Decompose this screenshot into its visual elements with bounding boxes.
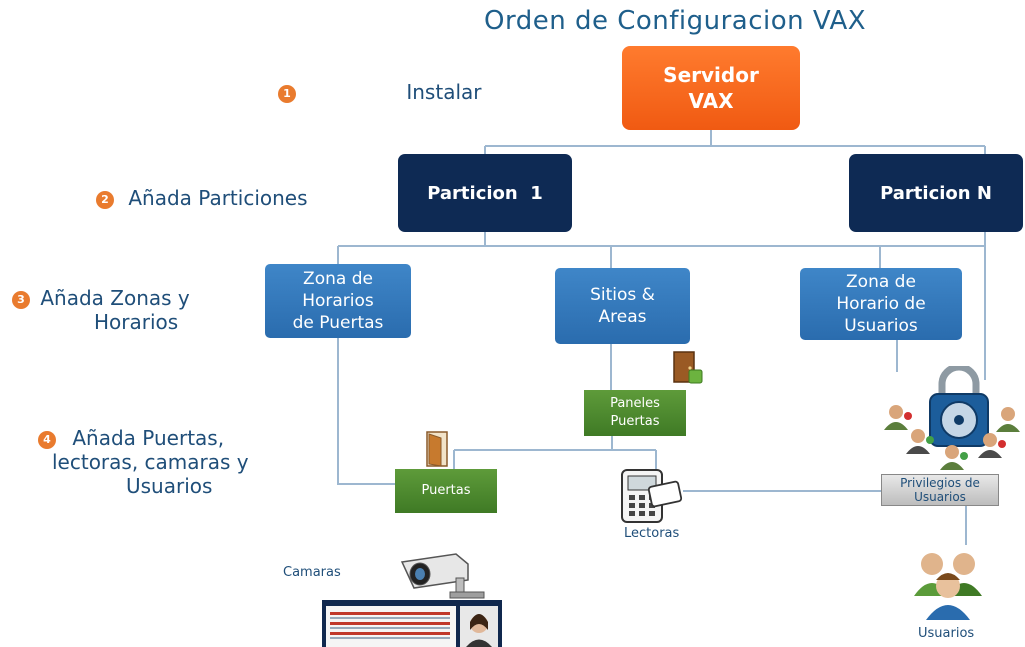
privileges-line2: Usuarios — [914, 490, 966, 504]
sites-line2: Areas — [598, 307, 647, 327]
step-1-badge: 1 — [278, 84, 296, 103]
user-schedule-zone-node[interactable]: Zona de Horario de Usuarios — [800, 268, 962, 340]
door-zone-line2: Horarios — [302, 291, 374, 311]
step-1-label: Instalar — [406, 80, 482, 104]
user-zone-line2: Horario de — [836, 294, 926, 314]
step-4: 4 Añada Puertas, lectoras, camaras y Usu… — [38, 426, 338, 498]
door-zone-line1: Zona de — [303, 269, 373, 289]
readers-label: Lectoras — [624, 526, 680, 541]
step-3: 3 Añada Zonas y Horarios — [12, 286, 272, 334]
step-3-line1: Añada Zonas y — [40, 286, 190, 310]
card-reader-icon — [621, 469, 683, 523]
user-zone-line3: Usuarios — [844, 316, 918, 336]
server-line1: Servidor — [663, 63, 759, 87]
users-icon — [914, 553, 982, 620]
panels-line2: Puertas — [610, 414, 660, 429]
sites-areas-node[interactable]: Sitios & Areas — [555, 268, 690, 344]
partition-1-node[interactable]: Particion 1 — [398, 154, 572, 232]
step-4-line1: Añada Puertas, — [72, 426, 225, 450]
doors-node[interactable]: Puertas — [395, 469, 497, 513]
step-3-badge: 3 — [12, 290, 30, 309]
user-privileges-node[interactable]: Privilegios de Usuarios — [881, 474, 999, 506]
partition-1-label: Particion 1 — [427, 182, 543, 204]
sites-line1: Sitios & — [590, 285, 655, 305]
step-4-line3: Usuarios — [126, 474, 213, 498]
server-node[interactable]: Servidor VAX — [622, 46, 800, 130]
users-label: Usuarios — [918, 626, 975, 641]
step-2-badge: 2 — [96, 190, 114, 209]
doors-label: Puertas — [421, 483, 471, 498]
partition-n-label: Particion N — [880, 182, 992, 204]
step-2: 2 Añada Particiones — [96, 186, 396, 210]
camera-icon — [400, 553, 485, 599]
diagram-title: Orden de Configuracion VAX — [484, 6, 867, 36]
step-2-label: Añada Particiones — [128, 186, 308, 210]
door-icon — [426, 431, 448, 467]
partition-n-node[interactable]: Particion N — [849, 154, 1023, 232]
panels-line1: Paneles — [610, 396, 660, 411]
panels-doors-node[interactable]: Paneles Puertas — [584, 390, 686, 436]
door-schedule-zone-node[interactable]: Zona de Horarios de Puertas — [265, 264, 411, 338]
step-1: 1 Instalar — [278, 80, 528, 104]
cameras-label: Camaras — [283, 565, 341, 580]
step-3-line2: Horarios — [94, 310, 179, 334]
privileges-line1: Privilegios de — [900, 476, 980, 490]
server-line2: VAX — [688, 89, 734, 113]
user-privilege-icons — [884, 405, 1020, 470]
door-zone-line3: de Puertas — [292, 313, 384, 333]
user-zone-line1: Zona de — [846, 272, 916, 292]
monitor-screenshot-icon — [322, 600, 502, 647]
panel-door-icon — [673, 351, 703, 384]
padlock-icon — [929, 366, 989, 447]
step-4-line2: lectoras, camaras y — [52, 450, 249, 474]
step-4-badge: 4 — [38, 430, 56, 449]
